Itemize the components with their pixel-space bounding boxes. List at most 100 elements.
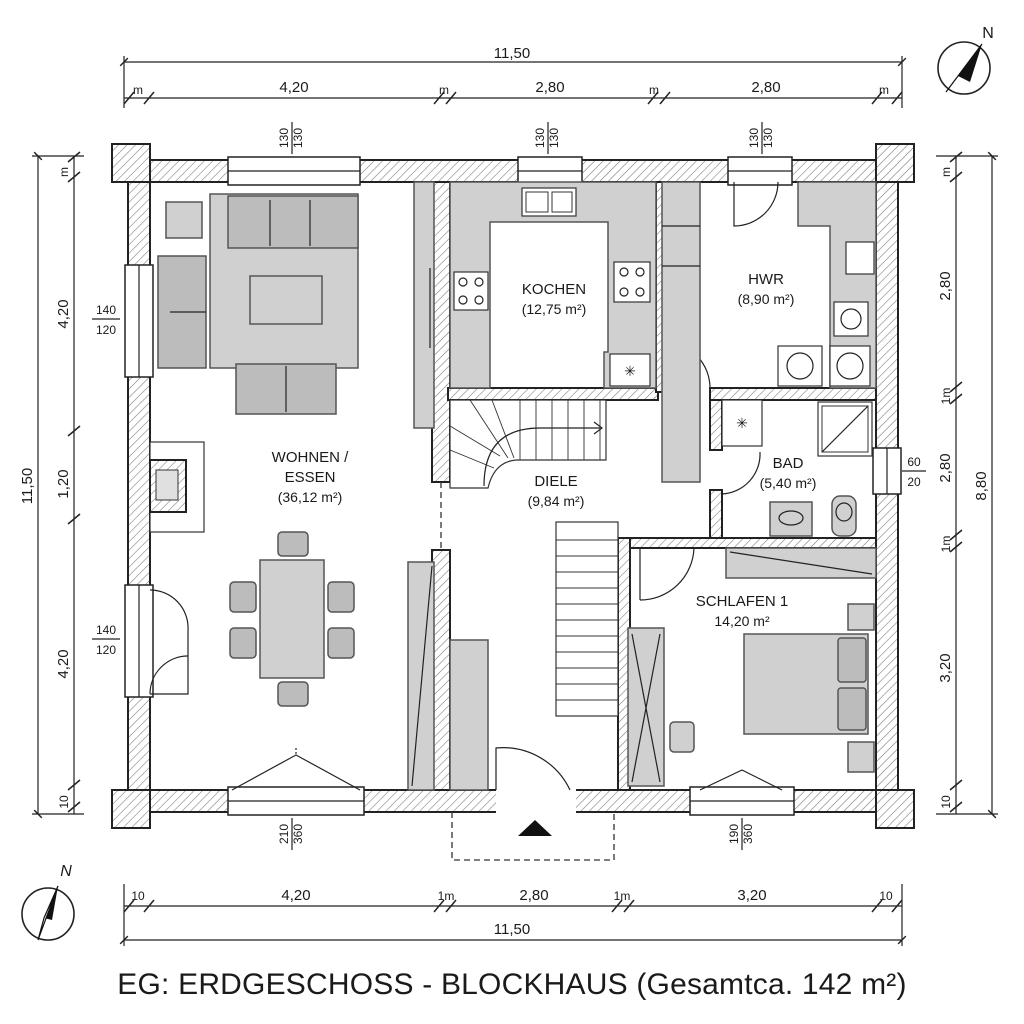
dim-left-s3: 4,20 [55, 649, 72, 678]
stair-direction-line [483, 427, 600, 487]
hob-icon [453, 271, 489, 311]
window-label: 130 [547, 128, 561, 148]
dim-bottom-s1: 4,20 [281, 887, 310, 904]
terrace-door-swing [231, 754, 361, 791]
dim-left-e1: 10 [57, 795, 71, 809]
wall-unit-lower [407, 561, 435, 791]
dimensions-left: 11,50 m 4,20 1,20 4,20 10 [19, 151, 84, 819]
chair [229, 581, 257, 613]
window-label: 190 [727, 824, 741, 844]
window-label: 130 [533, 128, 547, 148]
dim-total-bottom: 11,50 [494, 921, 530, 938]
wall-bad-left-bottom [709, 489, 723, 541]
window-label: 60 [907, 455, 921, 469]
boiler-icon [829, 345, 871, 387]
hwr-shelf [661, 181, 701, 483]
dim-bottom-s2: 2,80 [519, 887, 548, 904]
dim-top-s3: 2,80 [751, 79, 780, 96]
chair [327, 581, 355, 613]
north-arrow-bottom-left: N [21, 863, 75, 941]
dimensions-right: 8,80 m 2,80 1m 2,80 1m 3,20 10 [936, 151, 998, 819]
dim-total-right: 8,80 [973, 471, 990, 500]
north-arrow-top-right: N [937, 25, 994, 95]
window-label: 20 [907, 475, 921, 489]
corner-tl [111, 143, 151, 183]
diele-stairs [449, 399, 665, 791]
entrance-porch [451, 812, 615, 861]
dim-top-m1: m [133, 83, 143, 97]
dimensions-bottom: 10 4,20 1m 2,80 1m 3,20 10 11,50 [119, 884, 907, 946]
window-label: 210 [277, 824, 291, 844]
room-name-wohnen: WOHNEN / [272, 449, 349, 466]
window-label: 130 [291, 128, 305, 148]
nightstand [847, 741, 875, 773]
sink-icon [521, 187, 577, 217]
chair [277, 531, 309, 557]
room-name-kochen: KOCHEN [522, 281, 586, 298]
north-label: N [60, 863, 72, 880]
dim-bottom-e1: 10 [131, 889, 145, 903]
washbasin-icon [769, 501, 813, 537]
north-label: N [982, 25, 994, 42]
hob-icon [613, 261, 651, 303]
toilet-icon [831, 495, 857, 537]
room-area-schlafen: 14,20 m² [714, 613, 770, 629]
kochen-furniture: ✳ [449, 181, 657, 389]
window-label: 140 [96, 623, 116, 637]
chair [229, 627, 257, 659]
dim-right-m2: 1m [939, 388, 953, 405]
window-label: 130 [747, 128, 761, 148]
dim-left-s1: 4,20 [55, 299, 72, 328]
wall-bad-left-top [709, 399, 723, 451]
wardrobe-diele [449, 639, 489, 791]
dining-table [259, 559, 325, 679]
dimensions-top: 11,50 m 4,20 m 2,80 m 2,80 m [119, 45, 907, 108]
coffee-table [249, 275, 323, 325]
dim-right-s1: 2,80 [937, 271, 954, 300]
dim-top-m2: m [439, 83, 449, 97]
wall-kochen-diele [447, 387, 659, 401]
pillow [837, 687, 867, 731]
room-name-hwr: HWR [748, 271, 784, 288]
page-title: EG: ERDGESCHOSS - BLOCKHAUS (Gesamtca. 1… [117, 968, 907, 1001]
chair [277, 681, 309, 707]
room-name-schlafen: SCHLAFEN 1 [696, 593, 789, 610]
dim-total-top: 11,50 [494, 45, 530, 62]
stair-flight-lower [555, 521, 619, 717]
wohnen-furniture [149, 181, 442, 791]
dim-bottom-s3: 3,20 [737, 887, 766, 904]
washing-machine-icon [777, 345, 823, 387]
window-label: 120 [96, 643, 116, 657]
room-name-bad: BAD [773, 455, 804, 472]
dim-top-s2: 2,80 [535, 79, 564, 96]
wall-unit-upper [413, 181, 435, 429]
dim-total-left: 11,50 [19, 468, 36, 504]
entrance-arrow-icon [518, 820, 552, 836]
room-area-bad: (5,40 m²) [760, 475, 817, 491]
svg-text:✳: ✳ [624, 363, 636, 379]
pillow [837, 637, 867, 683]
wall-bad-schlafen [619, 537, 877, 549]
window-labels: 130 130 130 130 130 130 140 120 140 120 … [92, 122, 926, 850]
side-table [165, 201, 203, 239]
nightstand [847, 603, 875, 631]
wardrobe-schlafen [627, 627, 665, 787]
dim-top-s1: 4,20 [279, 79, 308, 96]
desk-chair [669, 721, 695, 753]
dim-left-m1: m [57, 167, 71, 177]
room-labels: WOHNEN / ESSEN (36,12 m²) KOCHEN (12,75 … [272, 271, 817, 629]
corner-bl [111, 789, 151, 829]
doors [149, 181, 779, 861]
dim-bottom-e2: 10 [879, 889, 893, 903]
window-label: 130 [761, 128, 775, 148]
window-label: 140 [96, 303, 116, 317]
entrance-door-swing [495, 747, 571, 791]
bedroom-window-swing [699, 769, 783, 791]
dim-left-s2: 1,20 [55, 469, 72, 498]
room-area-kochen: (12,75 m²) [522, 301, 587, 317]
room-area-diele: (9,84 m²) [528, 493, 585, 509]
window-label: 120 [96, 323, 116, 337]
bad-cabinet [721, 399, 763, 447]
dim-top-m4: m [879, 83, 889, 97]
wall-left [127, 159, 151, 813]
